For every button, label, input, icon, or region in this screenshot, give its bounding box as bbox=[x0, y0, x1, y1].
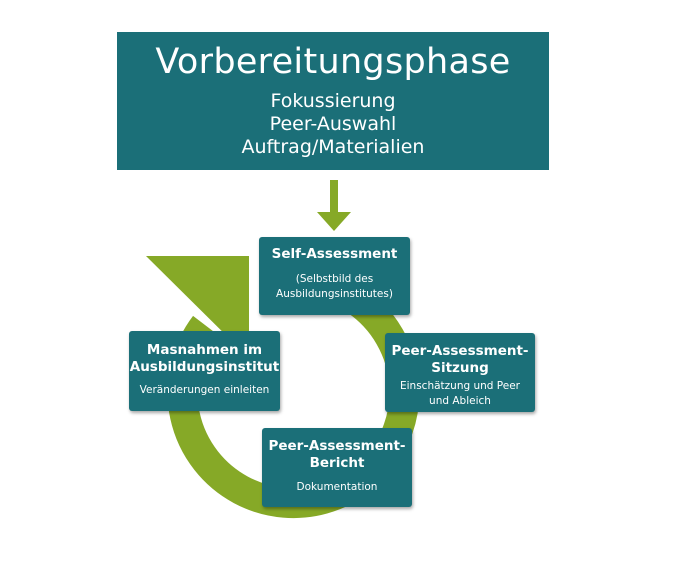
preparation-item-assignment: Auftrag/Materialien bbox=[241, 136, 425, 158]
peer-session-title: Peer-Assessment- Sitzung bbox=[391, 343, 529, 376]
peer-session-box: Peer-Assessment- Sitzung Einschätzung un… bbox=[385, 333, 535, 412]
self-assessment-subtitle: (Selbstbild des Ausbildungsinstitutes) bbox=[276, 273, 393, 300]
preparation-item-focus: Fokussierung bbox=[270, 90, 396, 112]
peer-report-subtitle: Dokumentation bbox=[296, 481, 378, 493]
preparation-item-peer-selection: Peer-Auswahl bbox=[269, 113, 397, 135]
down-arrow-icon bbox=[317, 180, 351, 231]
self-assessment-box: Self-Assessment (Selbstbild des Ausbildu… bbox=[259, 237, 410, 315]
peer-report-box: Peer-Assessment- Bericht Dokumentation bbox=[262, 428, 412, 507]
preparation-phase-items: Fokussierung Peer-Auswahl Auftrag/Materi… bbox=[117, 90, 549, 159]
self-assessment-title: Self-Assessment bbox=[271, 246, 398, 262]
peer-session-subtitle: Einschätzung und Peer und Ableich bbox=[400, 380, 520, 407]
measures-title: Masnahmen im Ausbildungsinstitut bbox=[129, 342, 280, 375]
preparation-phase-box: Vorbereitungsphase Fokussierung Peer-Aus… bbox=[117, 32, 549, 170]
measures-box: Masnahmen im Ausbildungsinstitut Verände… bbox=[129, 331, 280, 411]
preparation-phase-title: Vorbereitungsphase bbox=[155, 42, 511, 82]
peer-report-title: Peer-Assessment- Bericht bbox=[268, 438, 406, 471]
measures-subtitle: Veränderungen einleiten bbox=[139, 384, 270, 396]
